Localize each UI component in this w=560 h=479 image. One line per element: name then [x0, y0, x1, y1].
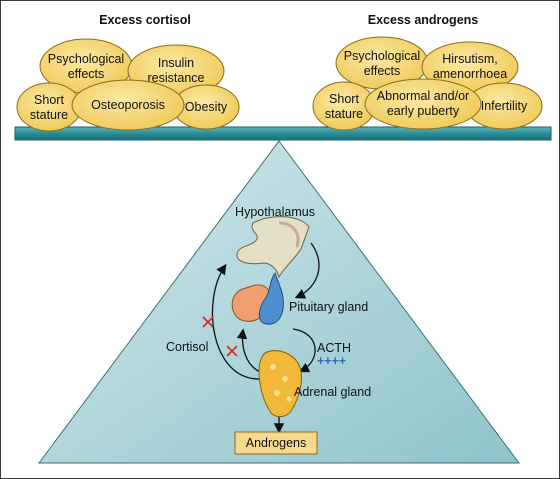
oval-text-short-r-l1: Short — [329, 92, 359, 106]
oval-text-psychological-l1: Psychological — [48, 52, 124, 66]
hypothalamus-to-pituitary-arrow — [294, 242, 320, 299]
right-oval-group: Psychological effects Hirsutism, amenorr… — [312, 36, 543, 131]
label-acth-plus: ++++ — [317, 354, 346, 368]
label-adrenal-gland: Adrenal gland — [294, 385, 371, 399]
label-androgens: Androgens — [246, 436, 306, 450]
oval-text-puberty-l1: Abnormal and/or — [377, 89, 469, 103]
adrenal-texture-3 — [274, 390, 280, 396]
balance-beam — [14, 126, 552, 141]
oval-short-stature-left — [16, 82, 82, 132]
heading-excess-androgens: Excess androgens — [368, 13, 479, 27]
label-cortisol: Cortisol — [166, 340, 208, 354]
hypothalamus-shading — [278, 221, 300, 248]
oval-abnormal-puberty — [364, 78, 482, 130]
oval-text-obesity: Obesity — [185, 100, 228, 114]
oval-text-short-l2: stature — [30, 108, 68, 122]
oval-text-hirsutism-l1: Hirsutism, — [442, 52, 498, 66]
adrenal-texture-2 — [282, 376, 288, 382]
label-hypothalamus: Hypothalamus — [235, 205, 315, 219]
androgens-box — [234, 431, 318, 455]
label-acth: ACTH — [317, 341, 351, 355]
oval-text-psychological-l2: effects — [68, 67, 105, 81]
oval-text-osteoporosis: Osteoporosis — [91, 98, 165, 112]
oval-text-hirsutism-l2: amenorrhoea — [433, 67, 507, 81]
pituitary-posterior-illustration — [258, 271, 284, 325]
oval-osteoporosis — [71, 79, 185, 131]
label-pituitary-gland: Pituitary gland — [289, 300, 368, 314]
heading-excess-cortisol: Excess cortisol — [99, 13, 191, 27]
oval-text-psych-r-l1: Psychological — [344, 49, 420, 63]
oval-text-short-r-l2: stature — [325, 107, 363, 121]
hypothalamus-illustration — [236, 216, 310, 279]
oval-text-psych-r-l2: effects — [364, 64, 401, 78]
acth-arrow — [292, 328, 316, 373]
adrenal-texture-1 — [270, 364, 276, 370]
oval-text-short-l1: Short — [34, 93, 64, 107]
oval-text-insulin-l1: Insulin — [158, 56, 194, 70]
oval-text-infertility: Infertility — [481, 99, 528, 113]
inhibition-mark-pituitary — [226, 345, 238, 357]
oval-text-insulin-l2: resistance — [148, 71, 205, 85]
adrenal-texture-4 — [286, 396, 292, 402]
left-oval-group: Psychological effects Insulin resistance… — [16, 38, 240, 132]
cortisol-feedback-hypothalamus-arrow — [211, 263, 260, 380]
oval-text-puberty-l2: early puberty — [387, 104, 460, 118]
inhibition-mark-hypothalamus — [202, 316, 214, 328]
